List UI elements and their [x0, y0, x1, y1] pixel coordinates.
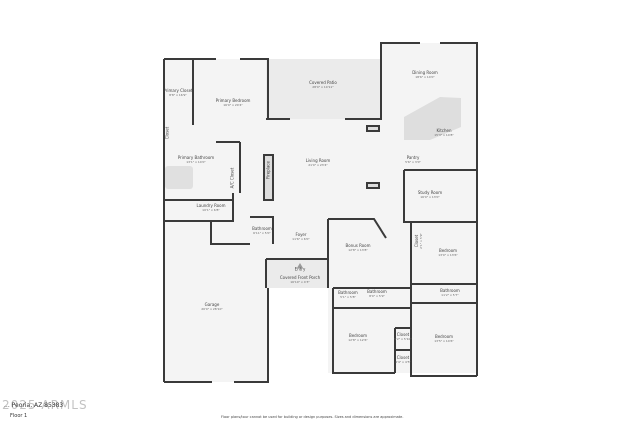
entry-arrow-icon	[297, 263, 303, 268]
room-closet: Closet	[164, 126, 170, 140]
disclaimer: Floor plans/tour cannot be used for buil…	[221, 415, 404, 419]
walls	[163, 42, 478, 383]
watermark: 2025 ARMLS	[2, 398, 88, 412]
room-ac-closet: A/C Closet	[229, 167, 235, 189]
fireplace: Fireplace	[265, 161, 271, 179]
room-entry: Entry	[294, 266, 306, 272]
address: ... Peoria, AZ 85383	[4, 402, 64, 409]
floor-fills	[164, 43, 477, 382]
floor-label: Floor 1	[10, 413, 28, 419]
